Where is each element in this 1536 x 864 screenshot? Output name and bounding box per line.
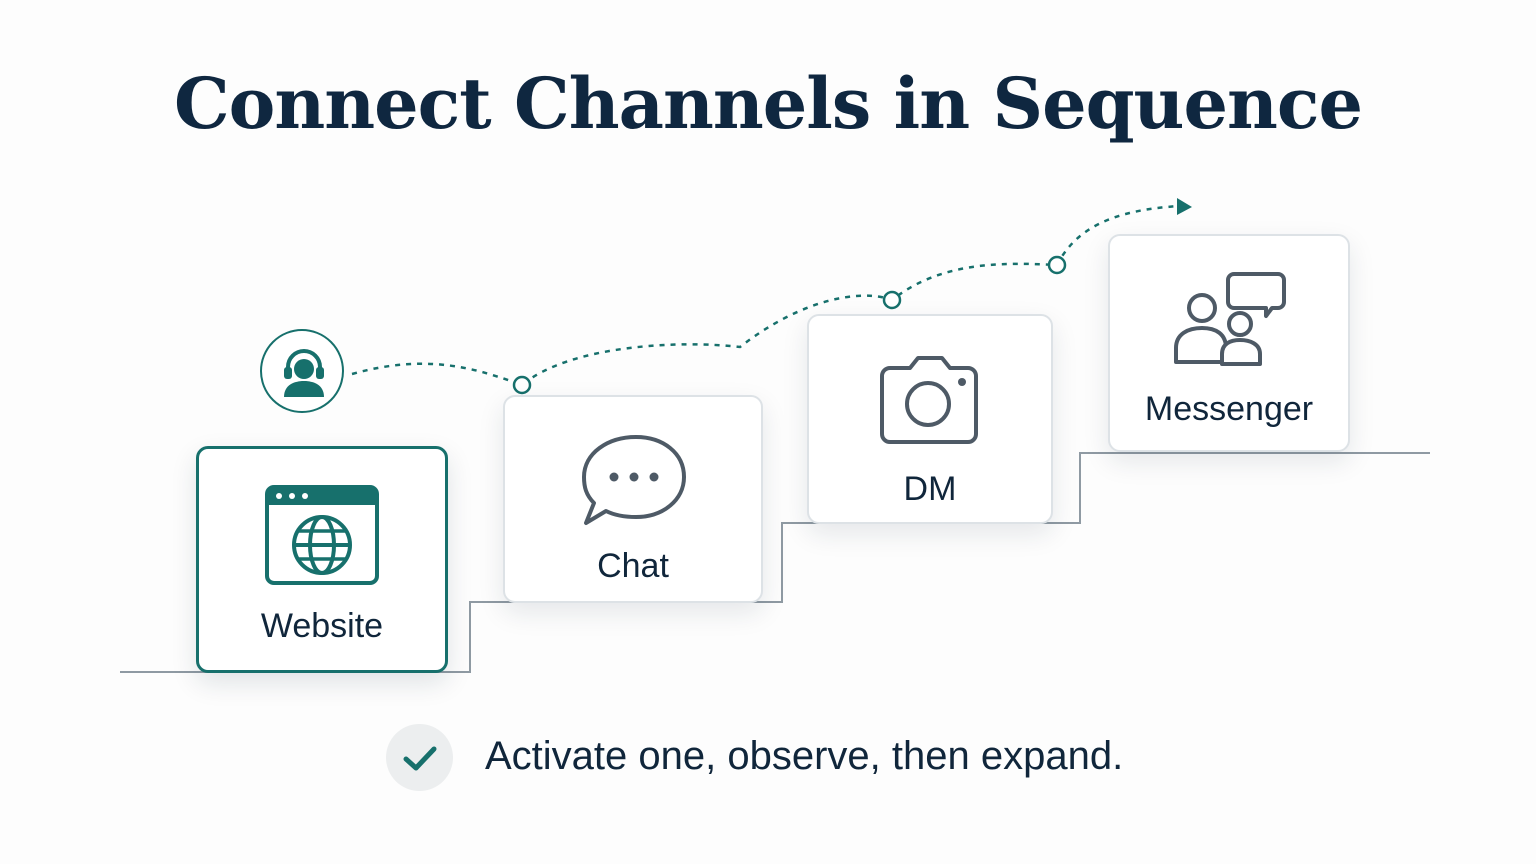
channel-card-messenger[interactable]: Messenger bbox=[1108, 234, 1350, 452]
people-message-icon bbox=[1174, 272, 1286, 366]
channel-label-website: Website bbox=[260, 607, 384, 645]
channel-card-chat[interactable]: Chat bbox=[503, 395, 763, 603]
waypoint-node bbox=[512, 375, 532, 395]
support-agent-icon bbox=[284, 349, 324, 397]
staircase-line bbox=[120, 452, 1430, 673]
browser-globe-icon bbox=[265, 485, 379, 585]
camera-icon bbox=[880, 356, 978, 444]
waypoint-node bbox=[882, 290, 902, 310]
channel-label-dm: DM bbox=[903, 470, 957, 508]
support-agent-node bbox=[260, 329, 344, 413]
footer-caption: Activate one, observe, then expand. bbox=[485, 734, 1124, 778]
channel-label-chat: Chat bbox=[597, 547, 669, 585]
channel-card-website[interactable]: Website bbox=[196, 446, 448, 673]
page-title: Connect Channels in Sequence bbox=[173, 62, 1363, 145]
dashed-progress-path bbox=[351, 204, 1181, 387]
check-icon bbox=[403, 746, 437, 771]
chat-bubble-icon bbox=[582, 435, 686, 525]
arrowhead-icon bbox=[1177, 198, 1192, 215]
waypoint-node bbox=[1047, 255, 1067, 275]
channel-card-dm[interactable]: DM bbox=[807, 314, 1053, 524]
channel-label-messenger: Messenger bbox=[1144, 390, 1314, 428]
footer-check-badge bbox=[386, 724, 453, 791]
